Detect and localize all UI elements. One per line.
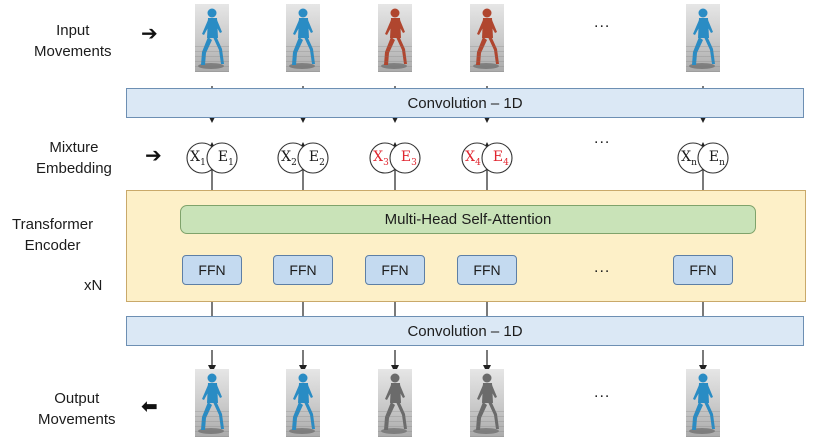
output-movement-figure-3	[378, 369, 412, 437]
ellipsis-3: ...	[594, 259, 611, 276]
mhsa-label: Multi-Head Self-Attention	[384, 211, 552, 228]
embedding-token-subscript: 4	[503, 157, 509, 168]
input-token-subscript: 3	[383, 157, 389, 168]
input-token-symbol: X	[465, 148, 476, 165]
ellipsis-4: ...	[594, 384, 611, 401]
embedding-token-text: E4	[493, 149, 509, 168]
output-label-line-1: Output	[54, 390, 100, 407]
embedding-token-subscript: 2	[319, 157, 325, 168]
embedding-token-circle-5	[697, 142, 729, 174]
embedding-token-symbol: E	[492, 148, 504, 165]
input-token-text: X2	[281, 149, 297, 168]
embedding-token-text: En	[709, 149, 725, 168]
conv1d-bottom-label: Convolution – 1D	[407, 322, 523, 340]
embedding-token-circle-3	[389, 142, 421, 174]
ellipsis-2: ...	[594, 130, 611, 147]
multi-head-self-attention-block: Multi-Head Self-Attention	[180, 205, 756, 234]
input-token-subscript: 1	[200, 157, 206, 168]
embedding-token-symbol: E	[708, 148, 720, 165]
conv1d-bottom-block: Convolution – 1D	[126, 316, 804, 346]
input-token-symbol: X	[281, 148, 292, 165]
output-movements-label: Output Movements	[38, 388, 116, 430]
ffn-block-5: FFN	[673, 255, 733, 285]
input-token-text: X3	[373, 149, 389, 168]
input-token-subscript: n	[691, 157, 697, 168]
conv1d-top-block: Convolution – 1D	[126, 88, 804, 118]
input-movement-figure-4	[470, 4, 504, 72]
output-movement-figure-1	[195, 369, 229, 437]
conv1d-top-label: Convolution – 1D	[407, 94, 523, 112]
input-pointer-arrow-icon: ➔	[141, 23, 158, 45]
embedding-token-subscript: 1	[228, 157, 234, 168]
input-token-text: X1	[190, 149, 206, 168]
output-movement-figure-5	[686, 369, 720, 437]
transformer-label-line-1: Transformer	[12, 216, 94, 233]
input-token-text: Xn	[681, 149, 697, 168]
input-label-line-1: Input	[56, 22, 90, 39]
transformer-label-line-2: Encoder	[24, 237, 81, 254]
embedding-token-symbol: E	[308, 148, 320, 165]
input-token-symbol: X	[190, 148, 201, 165]
ffn-block-1: FFN	[182, 255, 242, 285]
output-movement-figure-4	[470, 369, 504, 437]
input-movement-figure-5	[686, 4, 720, 72]
embedding-token-subscript: n	[719, 157, 725, 168]
ffn-block-4: FFN	[457, 255, 517, 285]
ellipsis-1: ...	[594, 14, 611, 31]
embedding-token-circle-4	[481, 142, 513, 174]
repeat-count-label: xN	[84, 275, 102, 296]
ffn-block-2: FFN	[273, 255, 333, 285]
embedding-token-subscript: 3	[411, 157, 417, 168]
mixture-label-line-2: Embedding	[36, 160, 112, 177]
embedding-token-symbol: E	[400, 148, 412, 165]
embedding-token-symbol: E	[217, 148, 229, 165]
input-token-symbol: X	[681, 148, 692, 165]
output-label-line-2: Movements	[38, 411, 116, 428]
input-label-line-2: Movements	[34, 43, 112, 60]
transformer-encoder-label: Transformer Encoder	[12, 214, 93, 256]
embedding-token-text: E2	[309, 149, 325, 168]
output-movement-figure-2	[286, 369, 320, 437]
input-token-subscript: 4	[475, 157, 481, 168]
input-movements-label: Input Movements	[34, 20, 112, 62]
input-movement-figure-1	[195, 4, 229, 72]
input-movement-figure-2	[286, 4, 320, 72]
embedding-token-text: E1	[218, 149, 234, 168]
input-token-text: X4	[465, 149, 481, 168]
repeat-count-text: xN	[84, 277, 103, 294]
embedding-token-circle-2	[297, 142, 329, 174]
embedding-pointer-arrow-icon: ➔	[145, 145, 162, 167]
input-movement-figure-3	[378, 4, 412, 72]
mixture-embedding-label: Mixture Embedding	[36, 137, 112, 179]
embedding-token-text: E3	[401, 149, 417, 168]
output-pointer-arrow-icon: ⬅	[141, 396, 158, 418]
input-token-subscript: 2	[291, 157, 297, 168]
ffn-block-3: FFN	[365, 255, 425, 285]
input-token-symbol: X	[373, 148, 384, 165]
mixture-label-line-1: Mixture	[49, 139, 99, 156]
embedding-token-circle-1	[206, 142, 238, 174]
